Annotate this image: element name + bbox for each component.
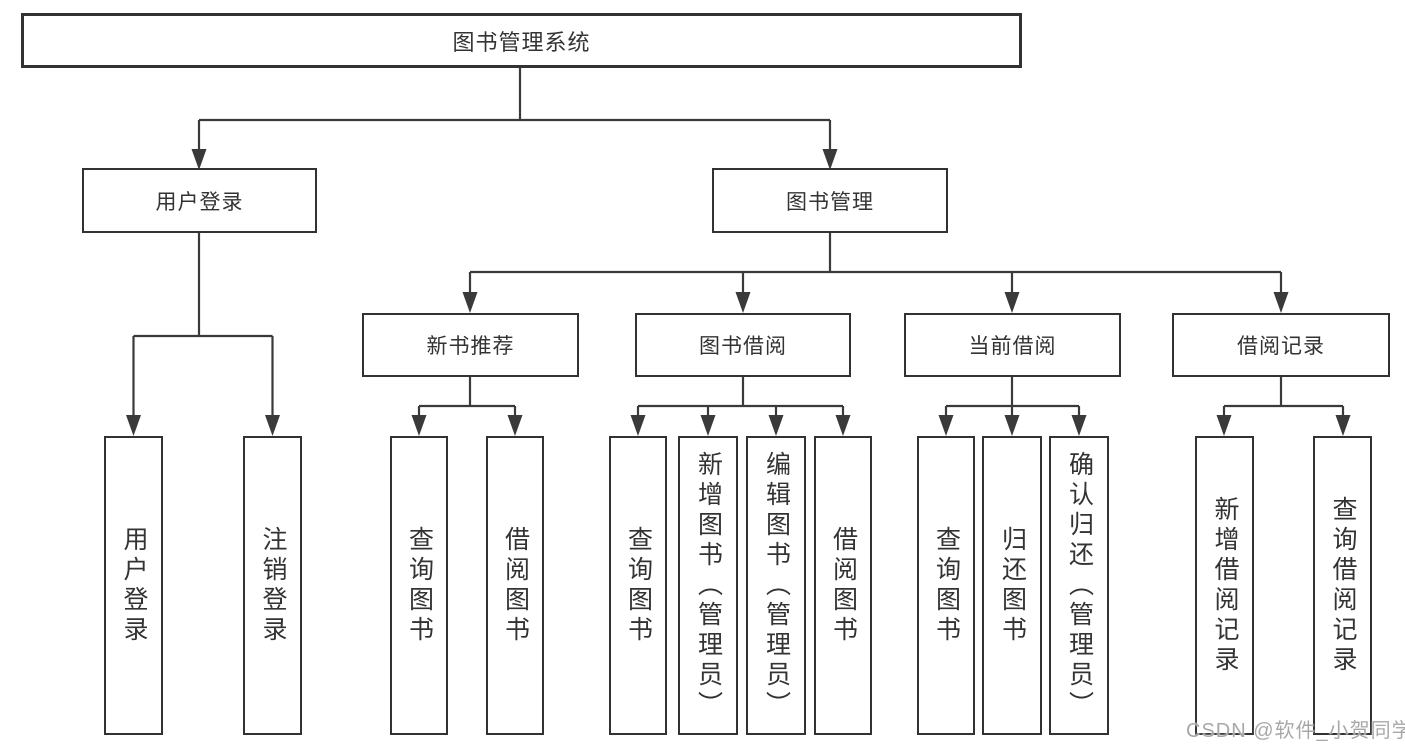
node-user-login: 用户登录 <box>82 168 317 233</box>
node-leaf-recommend-borrow-books-label: 借阅图书 <box>501 525 530 646</box>
node-leaf-query-borrow-record: 查询借阅记录 <box>1313 436 1372 735</box>
node-leaf-borrow-query-books: 查询图书 <box>609 436 667 735</box>
node-leaf-user-login: 用户登录 <box>104 436 163 735</box>
connector-borrow-records-to-leaves <box>1216 377 1351 436</box>
node-leaf-current-query-books-label: 查询图书 <box>932 525 961 646</box>
node-leaf-query-borrow-record-label: 查询借阅记录 <box>1329 495 1357 676</box>
node-leaf-edit-books-admin-label: 编辑图书（管理员） <box>762 450 791 721</box>
node-leaf-edit-books-admin: 编辑图书（管理员） <box>746 436 806 735</box>
node-leaf-add-borrow-record: 新增借阅记录 <box>1195 436 1254 735</box>
node-leaf-borrow-books-label: 借阅图书 <box>829 525 858 646</box>
node-leaf-borrow-query-books-label: 查询图书 <box>624 525 653 646</box>
node-leaf-add-borrow-record-label: 新增借阅记录 <box>1211 495 1239 676</box>
node-leaf-user-login-label: 用户登录 <box>120 525 148 646</box>
node-book-borrow: 图书借阅 <box>635 313 851 377</box>
node-book-borrow-label: 图书借阅 <box>699 335 787 358</box>
node-leaf-current-query-books: 查询图书 <box>917 436 975 735</box>
node-new-book-recommend: 新书推荐 <box>362 313 579 377</box>
node-book-management-label: 图书管理 <box>786 190 874 214</box>
node-book-management: 图书管理 <box>712 168 948 233</box>
node-root-system-label: 图书管理系统 <box>452 29 591 55</box>
connector-current-borrow-to-leaves <box>938 377 1087 436</box>
node-leaf-recommend-borrow-books: 借阅图书 <box>486 436 544 735</box>
node-current-borrow: 当前借阅 <box>904 313 1121 377</box>
node-borrow-records-label: 借阅记录 <box>1237 335 1325 358</box>
node-current-borrow-label: 当前借阅 <box>968 335 1057 358</box>
node-leaf-logout: 注销登录 <box>243 436 302 735</box>
node-leaf-borrow-books: 借阅图书 <box>814 436 872 735</box>
node-leaf-confirm-return-admin: 确认归还（管理员） <box>1049 436 1109 735</box>
connector-book-borrow-to-leaves <box>630 377 851 436</box>
node-leaf-recommend-query-books-label: 查询图书 <box>405 525 434 646</box>
connector-user-login-to-leaves <box>126 233 280 436</box>
node-leaf-confirm-return-admin-label: 确认归还（管理员） <box>1065 450 1094 721</box>
connector-root-to-level2 <box>191 68 838 170</box>
node-leaf-return-books-label: 归还图书 <box>998 525 1027 646</box>
connector-book-management-to-level3 <box>462 233 1289 313</box>
node-root-system: 图书管理系统 <box>21 13 1022 68</box>
csdn-watermark: CSDN @软件_小贺同学 <box>1186 720 1405 742</box>
node-leaf-add-books-admin: 新增图书（管理员） <box>678 436 738 735</box>
node-user-login-label: 用户登录 <box>155 190 244 214</box>
connector-new-book-recommend-to-leaves <box>411 377 523 436</box>
node-new-book-recommend-label: 新书推荐 <box>426 335 515 358</box>
node-leaf-logout-label: 注销登录 <box>259 525 287 646</box>
node-leaf-recommend-query-books: 查询图书 <box>390 436 448 735</box>
node-borrow-records: 借阅记录 <box>1172 313 1390 377</box>
node-leaf-add-books-admin-label: 新增图书（管理员） <box>694 450 723 721</box>
node-leaf-return-books: 归还图书 <box>982 436 1042 735</box>
